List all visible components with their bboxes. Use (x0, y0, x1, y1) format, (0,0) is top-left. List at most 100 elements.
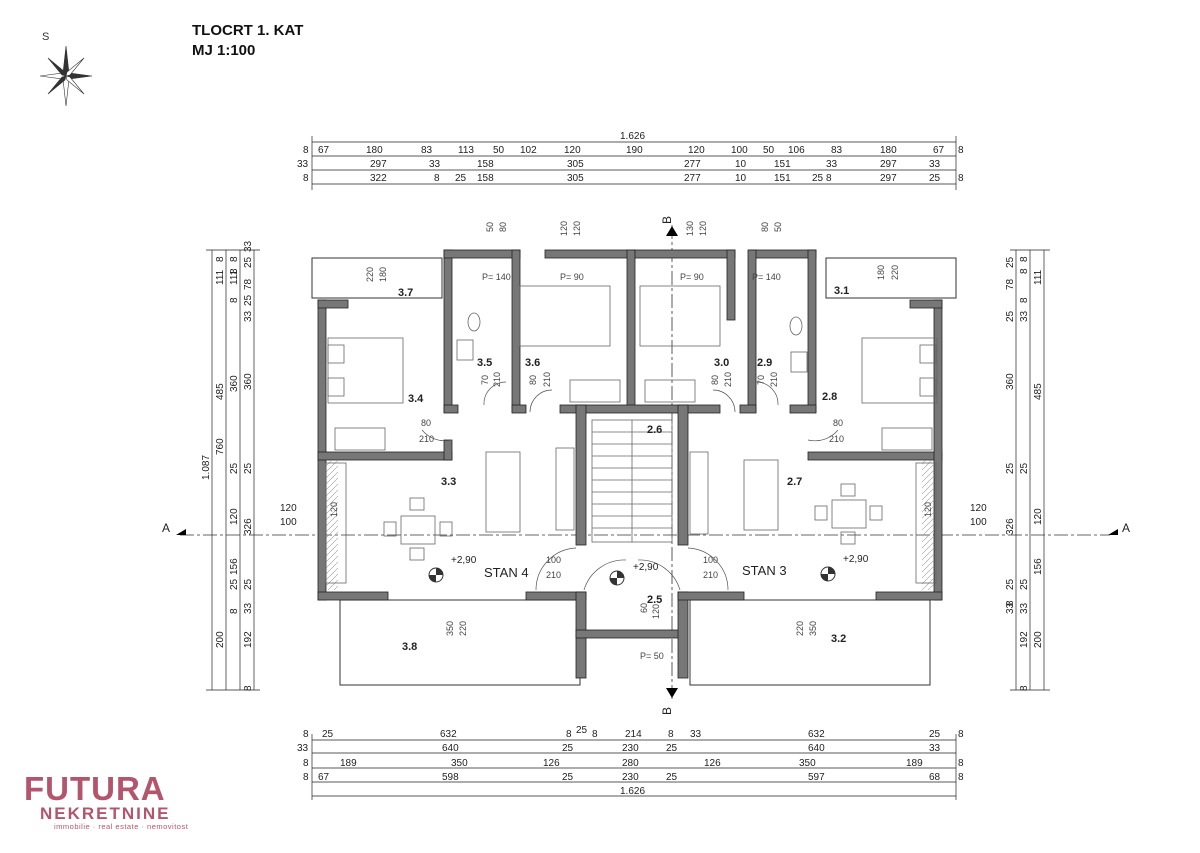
right-dim: 25 (1005, 462, 1016, 474)
top-dim: 190 (626, 145, 643, 156)
top-dim: 277 (684, 159, 701, 170)
window-label: P= 90 (560, 272, 584, 282)
opening-dim: 120 (280, 503, 297, 514)
bottom-dim: 33 (297, 743, 309, 754)
left-dim: 111 (215, 269, 226, 285)
top-dim: 102 (520, 145, 537, 156)
section-a-right-label: A (1122, 521, 1130, 535)
top-dim: 10 (735, 159, 747, 170)
opening-dim: 210 (703, 570, 718, 580)
right-dim: 360 (1005, 373, 1016, 390)
left-dim: 760 (215, 438, 226, 455)
right-dim: 111 (1033, 269, 1044, 285)
dining-table-icon (831, 499, 867, 529)
left-dim: 120 (229, 508, 240, 525)
logo-tagline: immobilie · real estate · nemovitost (54, 822, 189, 831)
bottom-dim: 67 (318, 772, 330, 783)
door-arc (637, 559, 681, 591)
top-dim: 8 (303, 145, 309, 156)
left-dim: 156 (229, 558, 240, 575)
wall-hatching (326, 460, 934, 590)
level-markers: +2,90 +2,90 +2,90 (428, 554, 869, 586)
right-dim: 8 (1019, 268, 1030, 274)
opening-dim: 120 (651, 604, 661, 619)
left-dim: 192 (243, 631, 254, 648)
opening-dim: 350 (808, 621, 818, 636)
room-label: 3.5 (477, 357, 492, 369)
top-dim: 25 (929, 173, 941, 184)
left-dim: 25 (229, 462, 240, 474)
left-dim: 8 (229, 297, 240, 303)
bottom-dim: 25 (666, 743, 678, 754)
opening-dim: 220 (795, 621, 805, 636)
bottom-dim: 25 (666, 772, 678, 783)
opening-dim: 180 (876, 265, 886, 280)
apartment-label: STAN 3 (742, 563, 787, 578)
top-dim: 8 (303, 173, 309, 184)
opening-dim: 70 (756, 375, 766, 385)
right-dim: 8 (1019, 256, 1030, 262)
left-dim: 360 (229, 375, 240, 392)
left-dim: 8 (215, 256, 226, 262)
top-dim: 305 (567, 173, 584, 184)
room-label: 2.8 (822, 391, 837, 403)
dining-table-icon (400, 515, 436, 545)
left-dim: 111 (229, 269, 240, 285)
left-dim: 8 (229, 608, 240, 614)
bottom-dimension-lines (311, 734, 957, 800)
top-dim: 25 (812, 173, 824, 184)
right-dim: 33 (1005, 602, 1016, 614)
top-dim: 10 (735, 173, 747, 184)
opening-dim: 80 (760, 222, 770, 232)
bottom-dim: 640 (808, 743, 825, 754)
opening-dim: 350 (445, 621, 455, 636)
left-dim: 25 (229, 578, 240, 590)
bottom-dim: 598 (442, 772, 459, 783)
bottom-dim: 189 (906, 758, 923, 769)
opening-dim: 210 (829, 434, 844, 444)
left-dim: 8 (229, 268, 240, 274)
right-dim: 25 (1005, 578, 1016, 590)
right-dim: 326 (1005, 518, 1016, 535)
left-dim: 25 (243, 256, 254, 268)
window-labels: P= 140 P= 90 P= 90 P= 140 P= 50 (482, 272, 781, 661)
left-dim: 360 (243, 373, 254, 390)
bottom-dim: 640 (442, 743, 459, 754)
bottom-dim: 25 (322, 729, 334, 740)
left-dimension-texts: 1.087 111 485 760 200 8 111 8 33 360 25 … (201, 240, 254, 691)
bottom-dim: 597 (808, 772, 825, 783)
top-dim: 180 (880, 145, 897, 156)
door-arc (687, 547, 729, 591)
level-value: +2,90 (451, 555, 477, 566)
top-dim: 50 (763, 145, 775, 156)
top-dim: 67 (933, 145, 945, 156)
top-dim: 277 (684, 173, 701, 184)
right-dim: 78 (1005, 278, 1016, 290)
right-dim: 8 (1019, 685, 1030, 691)
opening-dim: 210 (542, 372, 552, 387)
bottom-dim: 8 (566, 729, 572, 740)
door-swings (421, 381, 839, 591)
bed-icon (519, 285, 611, 347)
opening-dim: 100 (970, 517, 987, 528)
balcony-outlines (311, 257, 957, 686)
bottom-dim: 8 (958, 758, 964, 769)
top-dim: 33 (297, 159, 309, 170)
level-value: +2,90 (843, 554, 869, 565)
bottom-dim-total: 1.626 (620, 786, 645, 797)
bottom-dim: 25 (576, 725, 588, 736)
bed-icon (327, 337, 404, 404)
sofa-icon (485, 451, 521, 533)
left-dim: 25 (243, 578, 254, 590)
right-dim: 25 (1019, 462, 1030, 474)
right-dim: 33 (1019, 310, 1030, 322)
toilet-icon (789, 316, 803, 336)
bottom-dimension-texts: 8 25 632 8 25 8 214 8 33 632 25 8 33 640… (297, 725, 964, 797)
top-dim: 67 (318, 145, 330, 156)
bottom-dim: 8 (668, 729, 674, 740)
opening-dim: 80 (421, 418, 431, 428)
opening-dim: 220 (365, 267, 375, 282)
top-dim: 158 (477, 173, 494, 184)
left-dimension-lines (206, 249, 260, 691)
left-dim-total: 1.087 (201, 455, 212, 480)
